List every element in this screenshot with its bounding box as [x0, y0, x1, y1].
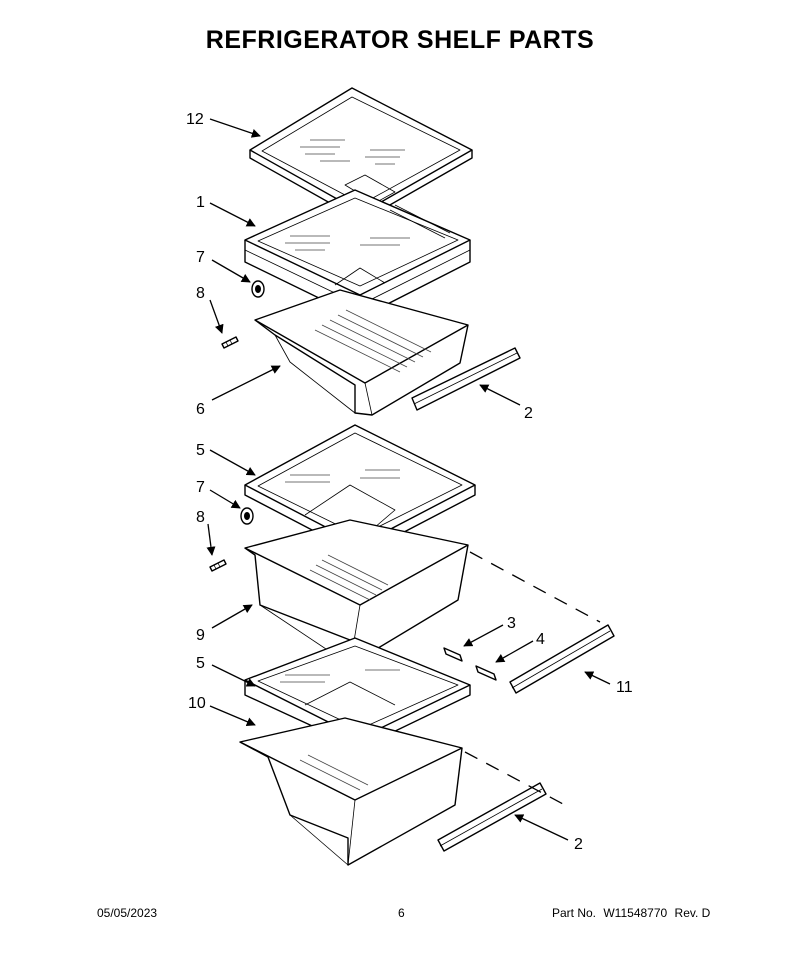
arrow-icon — [209, 299, 224, 334]
clip-part-3[interactable] — [443, 647, 463, 662]
arrow-icon — [479, 384, 521, 406]
callout-5: 5 — [196, 442, 205, 459]
drawer-part-9[interactable] — [244, 519, 469, 666]
roller-part-7-upper[interactable] — [251, 280, 265, 298]
glass-shelf-top-part-12[interactable] — [249, 87, 473, 222]
footer-part-number: Part No. W11548770 Rev. D — [552, 906, 714, 920]
arrow-icon — [209, 118, 261, 138]
rail-part-2-lower[interactable] — [437, 782, 547, 852]
callout-6: 6 — [196, 401, 205, 418]
alignment-dashed-line-upper — [469, 551, 601, 623]
arrow-icon — [211, 664, 256, 687]
roller-part-7-lower[interactable] — [240, 507, 254, 525]
callout-10: 10 — [188, 695, 206, 712]
shelf-frame-part-1[interactable] — [244, 189, 471, 319]
callout-8-lower: 8 — [196, 509, 205, 526]
alignment-dashed-line-lower — [464, 751, 566, 806]
clip-part-4[interactable] — [475, 665, 497, 681]
callout-5-lower: 5 — [196, 655, 205, 672]
leader-arrows — [206, 118, 611, 841]
arrow-icon — [211, 604, 253, 629]
callout-2: 2 — [524, 405, 533, 422]
footer-date: 05/05/2023 — [97, 906, 158, 920]
part-number-label: Part No. — [552, 906, 597, 920]
callout-1: 1 — [196, 194, 205, 211]
callout-4: 4 — [536, 631, 545, 648]
callout-7-lower: 7 — [196, 479, 205, 496]
part-number-value: W11548770 — [603, 906, 668, 920]
callout-2-lower: 2 — [574, 836, 583, 853]
footer-page-number: 6 — [398, 906, 405, 920]
rail-part-2-upper[interactable] — [411, 347, 521, 411]
page-title: REFRIGERATOR SHELF PARTS — [205, 26, 595, 54]
crisper-drawer-part-6[interactable] — [254, 289, 469, 416]
arrow-icon — [209, 449, 256, 476]
arrow-icon — [209, 705, 256, 727]
rail-part-11[interactable] — [509, 624, 615, 694]
drawer-part-10[interactable] — [239, 717, 463, 866]
screw-part-8-upper[interactable] — [221, 336, 239, 349]
callout-11: 11 — [616, 679, 633, 696]
callout-7: 7 — [196, 249, 205, 266]
arrow-icon — [463, 624, 504, 647]
arrow-icon — [211, 365, 281, 401]
arrow-icon — [209, 202, 256, 227]
callout-12: 12 — [186, 111, 204, 128]
screw-part-8-lower[interactable] — [209, 559, 227, 572]
arrow-icon — [209, 489, 241, 509]
arrow-icon — [211, 259, 251, 283]
callout-9: 9 — [196, 627, 205, 644]
shelf-part-5-lower[interactable] — [244, 637, 471, 749]
callout-3: 3 — [507, 615, 516, 632]
arrow-icon — [514, 814, 569, 841]
arrow-icon — [206, 523, 216, 556]
revision: Rev. D — [674, 906, 711, 920]
arrow-icon — [495, 640, 534, 663]
callout-8: 8 — [196, 285, 205, 302]
arrow-icon — [584, 671, 611, 685]
